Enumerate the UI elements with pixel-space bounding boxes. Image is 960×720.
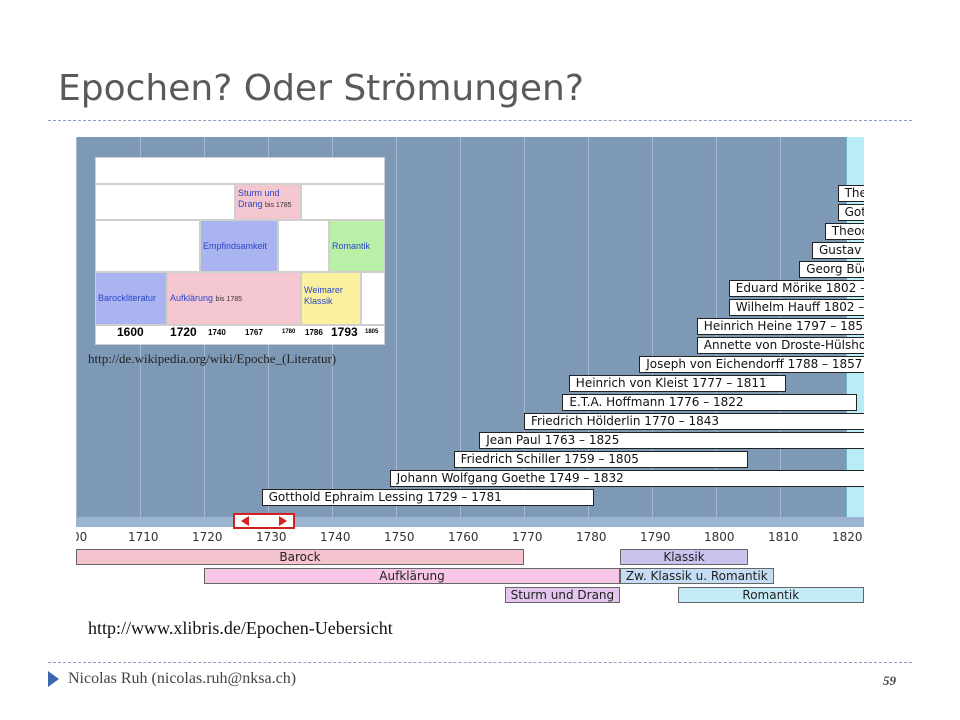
empty-cell [95,220,200,272]
author-bar[interactable]: Heinrich von Kleist 1777 – 1811 [568,375,787,392]
author-bar[interactable]: Annette von Droste-Hülshoff [696,337,864,354]
author-bar[interactable]: The [837,185,864,202]
author-bar[interactable]: Georg Büchner [799,261,864,278]
year-tick-label: 1750 [384,530,415,544]
wiki-year: 1600 [117,325,144,339]
gridline [524,137,525,519]
author-bar[interactable]: Gott [837,204,864,221]
title-divider [48,120,912,121]
author-bar[interactable]: E.T.A. Hoffmann 1776 – 1822 [562,394,857,411]
author-bar[interactable]: Jean Paul 1763 – 1825 [479,432,864,449]
arrow-right-icon[interactable] [279,516,287,526]
triangle-bullet-icon [48,671,59,687]
year-tick-label: 1790 [640,530,671,544]
author-bar[interactable]: Heinrich Heine 1797 – 1856 [696,318,864,335]
wiki-year: 1793 [331,325,358,339]
author-bar[interactable]: Johann Wolfgang Goethe 1749 – 1832 [389,470,864,487]
empty-cell [278,220,329,272]
slide-title: Epochen? Oder Strömungen? [58,68,584,109]
epoch-bar[interactable]: Aufklärung [204,568,620,584]
gridline [460,137,461,519]
year-tick-label: 1710 [128,530,159,544]
epoch-bar[interactable]: Klassik [620,549,748,565]
gridline [396,137,397,519]
year-tick-label: 1810 [768,530,799,544]
empty-cell [301,184,385,220]
year-tick-label: 1800 [704,530,735,544]
epoch-bar[interactable]: Zw. Klassik u. Romantik [620,568,774,584]
timeline-panel: Gotthold Ephraim Lessing 1729 – 1781 Joha… [76,137,864,615]
author-bar[interactable]: Eduard Mörike 1802 – 1875 [728,280,864,297]
footer-divider [48,662,912,663]
author-bar[interactable]: Theodor [824,223,864,240]
wiki-year: 1780 [282,329,296,335]
wiki-year: 1740 [208,328,226,337]
gridline [588,137,589,519]
wikipedia-source-link[interactable]: http://de.wikipedia.org/wiki/Epoche_(Lit… [88,351,337,366]
romantik-cell: Romantik [329,220,385,272]
timeline-navigator[interactable] [233,513,295,529]
page-number: 59 [883,673,896,688]
sturm-und-drang-cell: Sturm und Drang bis 1785 [235,184,301,220]
year-tick-label: 1760 [448,530,479,544]
author-bar[interactable]: Wilhelm Hauff 1802 – 1827 [728,299,864,316]
wiki-year: 1720 [170,325,197,339]
empty-cell [95,184,235,220]
wikipedia-epoch-table: Sturm und Drang bis 1785 Empfindsamkeit … [95,157,385,345]
barockliteratur-cell: Barockliteratur [95,272,167,325]
weimarer-klassik-cell: Weimarer Klassik [301,272,361,325]
xlibris-source-link[interactable]: http://www.xlibris.de/Epochen-Uebersicht [88,618,393,638]
year-row [95,325,385,345]
year-tick-label: 1820 [832,530,863,544]
year-tick-label: 1780 [576,530,607,544]
author-bar[interactable]: Gustav [812,242,864,259]
epoch-bar[interactable]: Romantik [677,587,864,603]
gridline [652,137,653,519]
year-tick-label: 1770 [512,530,543,544]
year-tick-label: 1740 [320,530,351,544]
epoch-bar[interactable]: Barock [76,549,524,565]
timeline-scroll-track[interactable] [76,517,864,527]
empty-cell [95,157,385,184]
empfindsamkeit-cell: Empfindsamkeit [200,220,278,272]
author-bar[interactable]: Friedrich Hölderlin 1770 – 1843 [524,413,864,430]
author-bar[interactable]: Gotthold Ephraim Lessing 1729 – 1781 [261,489,595,506]
year-tick-label: 1730 [256,530,287,544]
arrow-left-icon[interactable] [241,516,249,526]
gridline [76,137,77,519]
author-bar[interactable]: Joseph von Eichendorff 1788 – 1857 [639,356,864,373]
author-bar[interactable]: Friedrich Schiller 1759 – 1805 [453,451,748,468]
year-tick-label: 1720 [192,530,223,544]
wiki-year: 1805 [365,329,379,335]
wiki-year: 1786 [305,328,323,337]
wiki-year: 1767 [245,328,263,337]
footer-author: Nicolas Ruh (nicolas.ruh@nksa.ch) [68,670,297,687]
year-tick-label: 00 [76,530,88,544]
epoch-bar[interactable]: Sturm und Drang [504,587,620,603]
empty-cell [361,272,385,325]
aufklaerung-cell: Aufklärung bis 1785 [167,272,301,325]
